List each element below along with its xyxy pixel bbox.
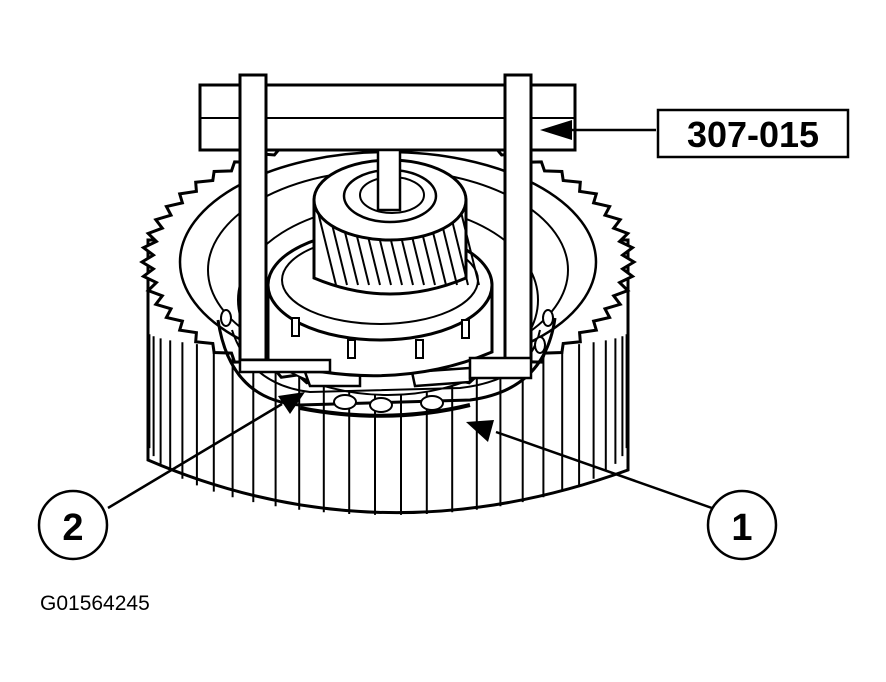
callout-2: 2 bbox=[37, 392, 305, 561]
gear-tooth-line bbox=[460, 211, 480, 286]
tool-number-label: 307-015 bbox=[687, 114, 819, 155]
tool-number-box bbox=[656, 108, 850, 159]
callout-1-number: 1 bbox=[731, 507, 752, 549]
gear-tooth-line bbox=[317, 211, 337, 286]
piston-holes bbox=[220, 309, 554, 413]
callout-2-number: 2 bbox=[62, 507, 83, 549]
retainer-slots bbox=[291, 317, 470, 359]
spring-compressor-tool bbox=[198, 73, 577, 380]
callout-2-circle bbox=[37, 489, 109, 561]
figure-code: G01564245 bbox=[40, 592, 150, 615]
callout-1-circle bbox=[706, 489, 778, 561]
snap-ring bbox=[299, 403, 471, 418]
tool-callout: 307-015 bbox=[540, 108, 850, 159]
piston-area bbox=[216, 309, 557, 418]
callout-1: 1 bbox=[466, 420, 778, 561]
